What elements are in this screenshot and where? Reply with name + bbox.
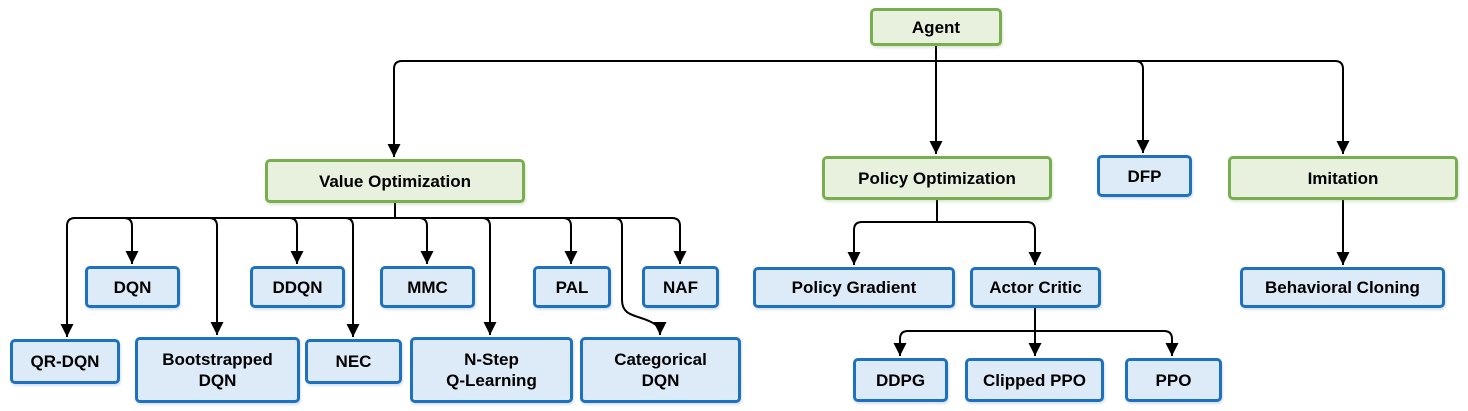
node-agent: Agent — [870, 8, 1002, 46]
node-categorical-dqn: Categorical DQN — [580, 337, 741, 403]
node-policy-optimization: Policy Optimization — [822, 156, 1052, 200]
node-dqn: DQN — [85, 266, 180, 308]
node-nec: NEC — [305, 339, 402, 384]
node-naf: NAF — [642, 266, 719, 308]
node-n-step-q-learning: N-Step Q-Learning — [410, 337, 573, 403]
node-actor-critic: Actor Critic — [970, 267, 1101, 308]
node-pal: PAL — [533, 266, 611, 308]
node-mmc: MMC — [380, 266, 475, 308]
node-ddqn: DDQN — [250, 266, 345, 308]
node-clipped-ppo: Clipped PPO — [965, 358, 1104, 402]
node-policy-gradient: Policy Gradient — [753, 267, 955, 308]
node-behavioral-cloning: Behavioral Cloning — [1240, 267, 1445, 308]
node-qr-dqn: QR-DQN — [10, 339, 120, 384]
node-ddpg: DDPG — [853, 358, 948, 402]
node-imitation: Imitation — [1228, 156, 1458, 200]
node-dfp: DFP — [1097, 155, 1192, 197]
node-ppo: PPO — [1125, 358, 1222, 402]
node-value-optimization: Value Optimization — [265, 159, 525, 203]
node-bootstrapped-dqn: Bootstrapped DQN — [135, 337, 300, 403]
